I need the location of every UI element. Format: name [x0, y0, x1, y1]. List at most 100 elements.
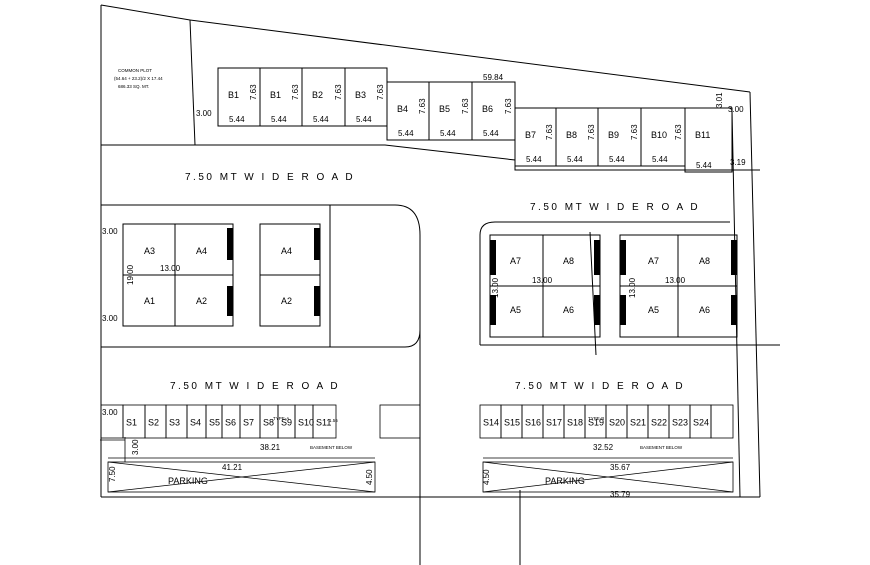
dim-block-left-depth: 19.00: [126, 264, 135, 285]
shop-label: S3: [169, 418, 180, 428]
plot-label: B7: [525, 130, 536, 140]
shop-s1: S1: [122, 404, 146, 439]
plot-depth-dim: 7.63: [587, 124, 596, 140]
plot-depth-dim: 7.63: [376, 84, 385, 100]
dim-shops-left: 38.21: [260, 443, 281, 452]
plot-width-dim: 5.44: [440, 129, 456, 138]
dim-shops-right: 32.52: [593, 443, 614, 452]
plot-label: B5: [439, 104, 450, 114]
plot-label: B6: [482, 104, 493, 114]
shop-s23: S23: [668, 404, 691, 439]
type-note-right: TYPE-B: [588, 416, 604, 421]
shop-label: S16: [525, 418, 541, 428]
common-plot-area: 686.33 SQ. MT.: [118, 84, 149, 89]
plot-depth-dim: 7.63: [630, 124, 639, 140]
shop-s3: S3: [165, 404, 188, 439]
dim-r2-width: 13.00: [665, 276, 686, 285]
shop-label: S10: [298, 418, 314, 428]
dim-block-left-width: 13.00: [160, 264, 181, 273]
plot-b3-3: B3 7.63 5.44: [344, 67, 388, 127]
unit-a2: A2: [196, 296, 207, 306]
road-right-edge: [479, 221, 730, 345]
plot-width-dim: 5.44: [696, 161, 712, 170]
road-label-lower-left: 7.50 MT W I D E R O A D: [170, 381, 340, 392]
shop-label: S7: [243, 418, 254, 428]
shop-s22: S22: [647, 404, 670, 439]
plot-label: B2: [312, 90, 323, 100]
shop-s17: S17: [542, 404, 565, 439]
shop-s19: S19: [584, 404, 607, 439]
shop-label: S15: [504, 418, 520, 428]
plot-depth-dim: 7.63: [545, 124, 554, 140]
shop-label: S9: [281, 418, 292, 428]
plot-width-dim: 5.44: [483, 129, 499, 138]
shop-label: S8: [263, 418, 274, 428]
shop-label: S1: [126, 418, 137, 428]
shop-label: S19: [588, 418, 604, 428]
unit-r1-a8: A8: [563, 256, 574, 266]
parking-right-label: PARKING: [545, 476, 585, 486]
unit-r1-a6: A6: [563, 305, 574, 315]
common-plot-formula: (54.64 + 23.2)/2 X 17.44: [114, 76, 163, 81]
dim-r1-depth: 13.00: [491, 277, 500, 298]
plot-width-dim: 5.44: [356, 115, 372, 124]
parking-right-dim-top: 35.67: [610, 463, 631, 472]
plot-label: B10: [651, 130, 667, 140]
stair-marks: [227, 228, 737, 325]
unit-r1-a5: A5: [510, 305, 521, 315]
parking-left-right-dim: 4.50: [365, 469, 374, 485]
plot-width-dim: 5.44: [526, 155, 542, 164]
shop-label: S11: [316, 418, 331, 428]
shop-s8: S8: [259, 404, 279, 439]
shop-label: S4: [190, 418, 201, 428]
plot-width-dim: 5.44: [567, 155, 583, 164]
shop-label: S20: [609, 418, 625, 428]
boundary-right-line: [749, 91, 761, 498]
dim-right-offset-c: 3.19: [730, 158, 746, 167]
dim-right-offset-a: 3.01: [715, 92, 724, 108]
shop-label: S17: [546, 418, 562, 428]
shop-s9: S9: [277, 404, 296, 439]
type-note-left: TYPE-A: [273, 416, 289, 421]
dim-block-left-offset-top: 3.00: [102, 227, 118, 236]
shop-s20: S20: [605, 404, 628, 439]
parking-left-side-dim: 7.50: [108, 466, 117, 482]
dim-r1-width: 13.00: [532, 276, 553, 285]
unit-r2-a5: A5: [648, 305, 659, 315]
mini-dim-left: 1.56: [329, 418, 338, 423]
plot-label: B3: [355, 90, 366, 100]
unit-mid-a2: A2: [281, 296, 292, 306]
shop-s10: S10: [294, 404, 314, 439]
dim-r2-depth: 13.00: [628, 277, 637, 298]
dim-block-left-offset-bottom: 3.00: [102, 314, 118, 323]
parking-right-dim-bottom: 35.79: [610, 490, 631, 499]
road-label-top: 7.50 MT W I D E R O A D: [185, 172, 355, 183]
unit-a1: A1: [144, 296, 155, 306]
shop-s11: S11: [312, 404, 337, 439]
shop-s18: S18: [563, 404, 586, 439]
parking-left-offset: 3.00: [131, 439, 140, 455]
shop-s6: S6: [221, 404, 241, 439]
plot-width-dim: 5.44: [271, 115, 287, 124]
shop-label: S6: [225, 418, 236, 428]
plot-depth-dim: 7.63: [291, 84, 300, 100]
shop-s5: S5: [205, 404, 223, 439]
unit-r1-a7: A7: [510, 256, 521, 266]
shop-label: S23: [672, 418, 688, 428]
plot-depth-dim: 7.63: [418, 98, 427, 114]
plot-label: B1: [270, 90, 281, 100]
shop-label: S5: [209, 418, 220, 428]
unit-r2-a8: A8: [699, 256, 710, 266]
plot-depth-dim: 7.63: [249, 84, 258, 100]
plot-depth-dim: 7.63: [461, 98, 470, 114]
plot-width-dim: 5.44: [398, 129, 414, 138]
plot-width-dim: 5.44: [609, 155, 625, 164]
common-plot-divider: [189, 19, 196, 146]
